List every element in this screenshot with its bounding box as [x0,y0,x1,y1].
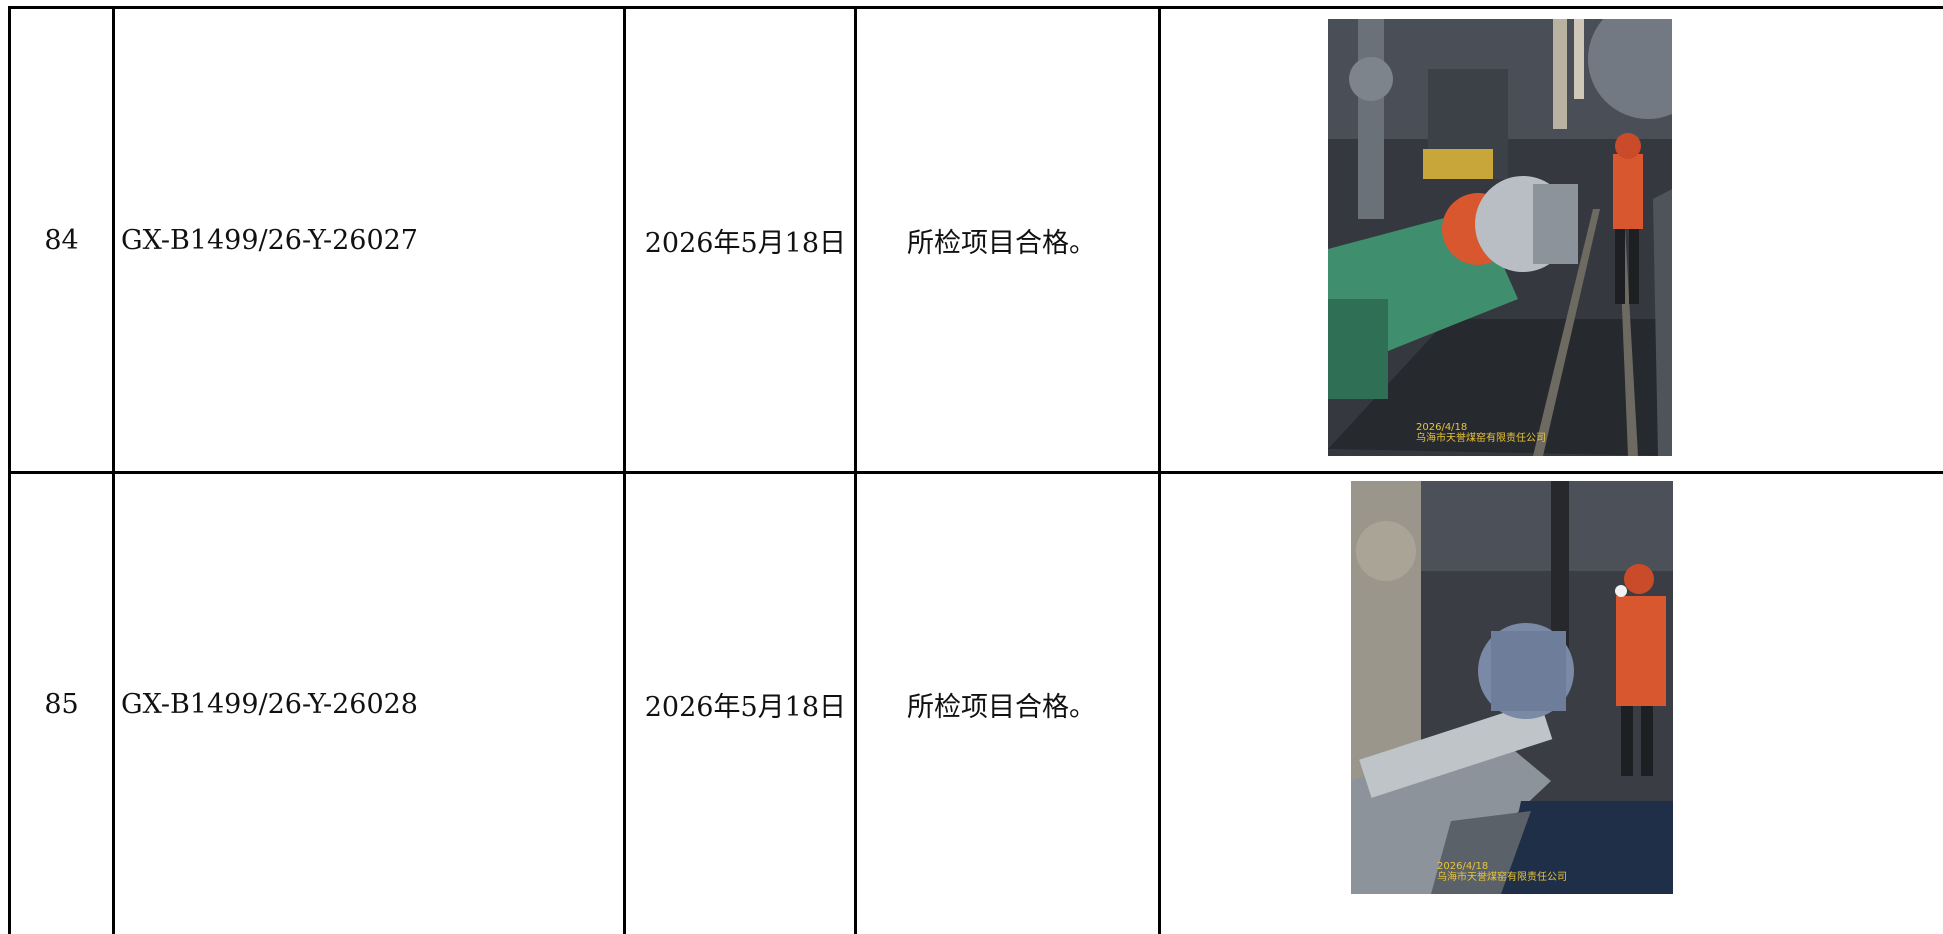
inspection-result: 所检项目合格。 [907,227,1096,259]
photo-watermark-company: 乌海市天誉煤窑有限责任公司 [1416,433,1546,444]
photo-watermark-company: 乌海市天誉煤窑有限责任公司 [1437,872,1567,883]
column-divider [854,8,857,934]
mine-motor-photo-icon: 2026/4/18 乌海市天誉煤窑有限责任公司 [1351,481,1673,894]
mine-pump-photo-icon: 2026/4/18 乌海市天誉煤窑有限责任公司 [1328,19,1672,456]
photo-watermark-date: 2026/4/18 [1437,861,1489,872]
photo-watermark-date: 2026/4/18 [1416,422,1468,433]
column-divider [1158,8,1161,934]
row-number: 84 [44,224,79,256]
column-divider [623,8,626,934]
column-divider [8,8,11,934]
row-divider [8,471,1943,474]
report-code: GX-B1499/26-Y-26027 [121,224,418,256]
inspection-date: 2026年5月18日 [644,691,846,723]
column-divider [112,8,115,934]
report-code: GX-B1499/26-Y-26028 [121,688,418,720]
table-border-top [8,6,1943,9]
row-number: 85 [44,688,79,720]
inspection-result: 所检项目合格。 [907,691,1096,723]
inspection-date: 2026年5月18日 [644,227,846,259]
